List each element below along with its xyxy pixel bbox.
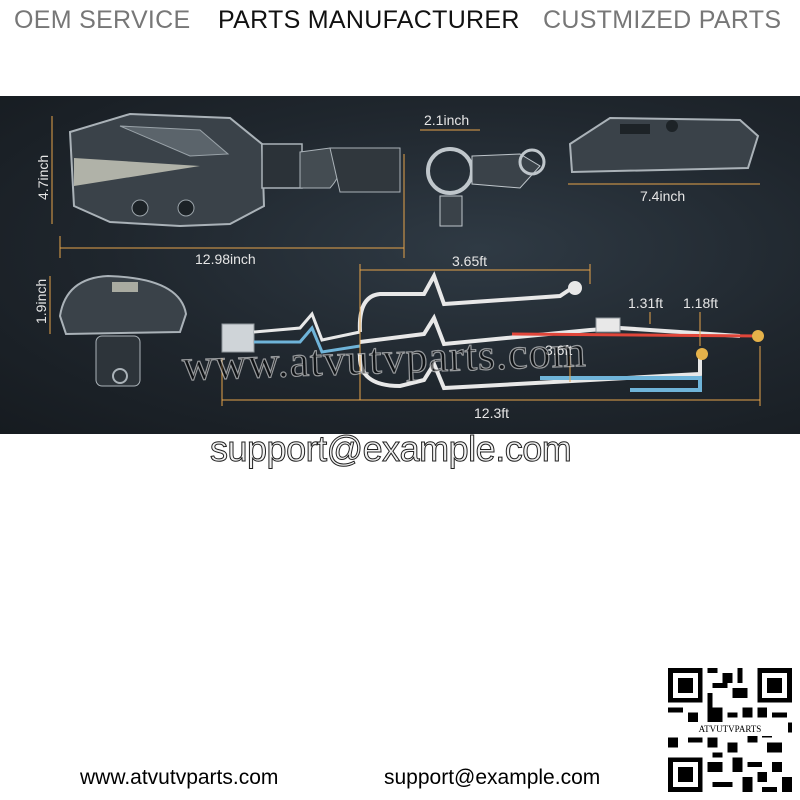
diagram-graphic: 4.7inch 12.98inch 2.1inch 7.4inch [33,112,764,421]
dim-cable-upper-label: 3.65ft [452,253,487,269]
dim-length-main-label: 12.98inch [195,251,256,267]
footer-email-link[interactable]: support@example.com [384,766,601,789]
qr-code-label: ATVUTVPARTS [672,722,788,736]
dim-length-main: 12.98inch [59,154,405,267]
support-email-overlay: support@example.com [209,428,572,470]
dim-cable-c-label: 3.6ft [545,342,572,358]
dim-cable-a-label: 1.31ft [628,295,663,311]
dim-cable-total-label: 12.3ft [474,405,509,421]
wiring-harness: 3.65ft 1.31ft 1.18ft 3.6ft 12.3ft [221,253,764,421]
dim-height-main: 4.7inch [35,116,53,224]
dim-clamp-label: 2.1inch [424,112,469,128]
clamp-part: 2.1inch [420,112,546,227]
dim-width-side-label: 7.4inch [640,188,685,204]
dim-height-small-label: 1.9inch [33,279,49,324]
header-bar: OEM SERVICE PARTS MANUFACTURER CUSTMIZED… [0,0,800,44]
small-part: 1.9inch [33,274,188,387]
parts-manufacturer-label: PARTS MANUFACTURER [218,6,520,34]
dim-height-main-label: 4.7inch [35,155,51,200]
main-light-housing [68,112,401,228]
footer-website-link[interactable]: www.atvutvparts.com [80,766,279,789]
oem-service-label: OEM SERVICE [14,6,191,34]
dim-cable-b-label: 1.18ft [683,295,718,311]
customized-parts-label: CUSTMIZED PARTS [543,6,782,34]
side-view-housing: 7.4inch [568,116,760,204]
product-dimension-diagram: 4.7inch 12.98inch 2.1inch 7.4inch [0,96,800,434]
